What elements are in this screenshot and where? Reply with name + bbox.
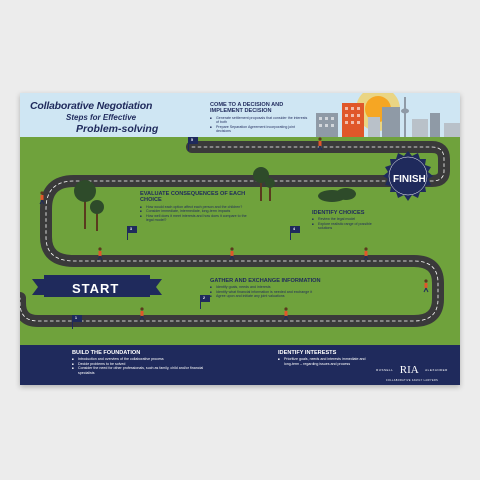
logo-left-word: RUSSELL	[376, 367, 394, 372]
step-decision-bullet: Generate settlement proposals that consi…	[210, 116, 310, 125]
step-evaluate-bullet: How would each option affect each person…	[140, 205, 250, 210]
step-foundation-bullet: Consider the need for other professional…	[72, 366, 212, 375]
step-decision: COME TO A DECISION AND IMPLEMENT DECISIO…	[210, 102, 310, 133]
flag-number: 1	[75, 316, 77, 320]
step-interests-heading: IDENTIFY INTERESTS	[278, 350, 337, 356]
step-choices-bullet: Explore realistic range of possible solu…	[312, 222, 382, 231]
step-gather-bullet: Identify what financial information is n…	[210, 290, 340, 295]
flag-number: 5	[191, 138, 193, 142]
firm-logo: RUSSELL RIA ALEXANDER COLLABORATIVE FAMI…	[370, 361, 454, 382]
step-foundation-heading: BUILD THE FOUNDATION	[72, 350, 141, 356]
step-evaluate-bullet: Consider immediate, intermediate, long-t…	[140, 209, 250, 214]
step-choices-heading: IDENTIFY CHOICES	[312, 210, 365, 216]
step-foundation-bullet: Introduction and overview of the collabo…	[72, 357, 212, 362]
step-evaluate-bullet: How well does it meet interests and how …	[140, 214, 250, 223]
step-decision-bullet: Prepare Separation Agreement incorporati…	[210, 125, 310, 134]
flag-number: 2	[203, 296, 205, 300]
finish-badge	[383, 151, 433, 201]
step-choices-bullet: Review the legal model	[312, 217, 382, 222]
step-gather-heading: GATHER AND EXCHANGE INFORMATION	[210, 278, 321, 284]
step-interests: IDENTIFY INTERESTS Prioritize goals, nee…	[278, 350, 368, 366]
step-foundation: BUILD THE FOUNDATION Introduction and ov…	[72, 350, 212, 375]
step-gather-bullet: Agree upon and initiate any joint valuat…	[210, 294, 340, 299]
poster-title-line2: Steps for Effective	[66, 113, 137, 122]
step-evaluate-heading: EVALUATE CONSEQUENCES OF EACH CHOICE	[140, 191, 246, 204]
finish-label: FINISH	[393, 174, 426, 185]
logo-tagline: COLLABORATIVE FAMILY LAWYERS	[385, 379, 439, 382]
flag-number: 3	[130, 227, 132, 231]
poster-title-line3: Problem-solving	[76, 123, 159, 135]
step-gather-bullet: Identify goals, needs and interests	[210, 285, 340, 290]
runners	[39, 137, 429, 321]
step-foundation-bullet: Decide problems to be solved	[72, 362, 212, 367]
logo-mark: RIA	[399, 363, 419, 376]
start-banner	[32, 275, 162, 297]
step-interests-bullet: Prioritize goals, needs and interests im…	[278, 357, 368, 366]
city-skyline	[316, 97, 460, 139]
step-decision-heading: COME TO A DECISION AND IMPLEMENT DECISIO…	[210, 102, 284, 115]
poster-title-line1: Collaborative Negotiation	[30, 100, 153, 112]
step-evaluate: EVALUATE CONSEQUENCES OF EACH CHOICE How…	[140, 191, 250, 222]
flag-number: 4	[293, 227, 295, 231]
logo-right-word: ALEXANDER	[425, 367, 448, 372]
infographic-poster: Collaborative Negotiation Steps for Effe…	[20, 93, 460, 385]
step-choices: IDENTIFY CHOICES Review the legal model …	[312, 210, 382, 231]
start-label: START	[72, 281, 120, 296]
trees	[74, 167, 356, 231]
poster-graphics	[20, 93, 460, 385]
step-gather: GATHER AND EXCHANGE INFORMATION Identify…	[210, 278, 340, 299]
flags	[72, 137, 300, 329]
winding-road	[20, 141, 450, 327]
